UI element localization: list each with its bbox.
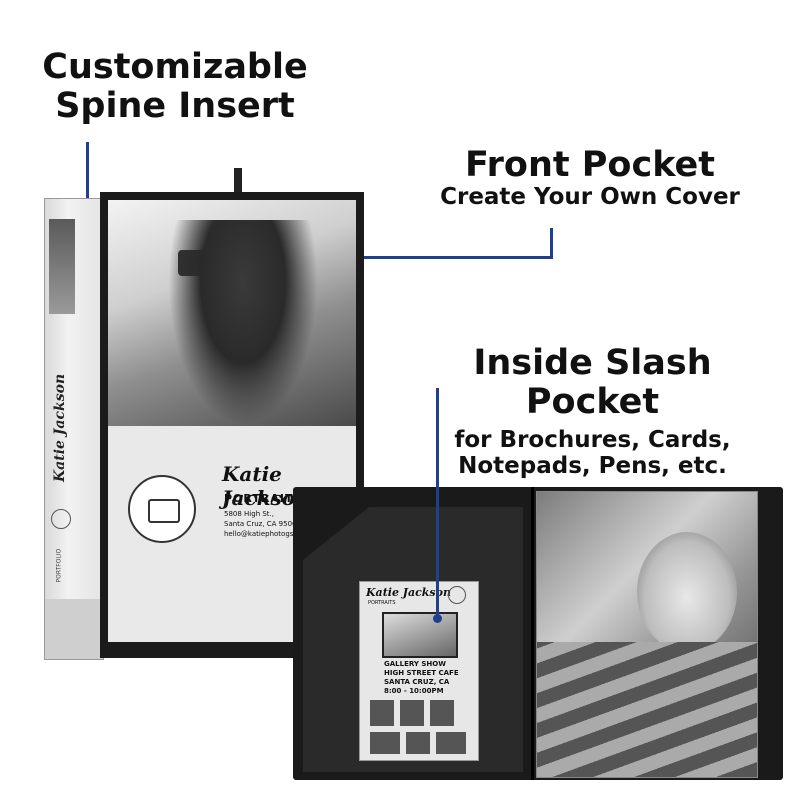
binder-back-cover — [234, 168, 242, 198]
spine-callout-line1: Customizable — [42, 47, 308, 87]
flyer-thumb — [436, 732, 466, 754]
inside-callout-line1: for Brochures, Cards, — [454, 427, 731, 454]
spine-small-text: PORTFOLIO — [55, 548, 63, 583]
flyer-line1: GALLERY SHOW — [384, 660, 446, 668]
striped-shirt — [537, 642, 757, 777]
inside-callout-title: Inside Slash Pocket — [473, 343, 712, 423]
spine-callout-line2: Spine Insert — [55, 86, 295, 127]
binder-front-cover: Katie Jackson PORTRAITS 5808 High St., S… — [100, 192, 364, 658]
cover-address1: 5808 High St., — [224, 510, 274, 518]
inside-callout-line — [436, 388, 439, 618]
cover-photo — [108, 200, 356, 426]
flyer-photo — [382, 612, 458, 658]
person-silhouette — [168, 220, 318, 426]
flyer-thumb — [430, 700, 454, 726]
baby-head — [637, 532, 737, 652]
presentation-folder: Katie Jackson PORTRAITS GALLERY SHOW HIG… — [293, 487, 783, 780]
flyer-thumb — [400, 700, 424, 726]
cover-address2: Santa Cruz, CA 95064 — [224, 520, 301, 528]
cover-insert: Katie Jackson PORTRAITS 5808 High St., S… — [108, 200, 356, 642]
flyer-thumb — [406, 732, 430, 754]
flyer-thumb — [370, 700, 394, 726]
binder-spine: Katie Jackson PORTFOLIO — [44, 198, 104, 660]
flyer-name: Katie Jackson — [366, 586, 451, 599]
inside-callout-dot — [433, 614, 442, 623]
flyer-logo — [448, 586, 466, 604]
cover-email: hello@katiephotogs.com — [224, 530, 311, 538]
front-callout-line-vertical — [550, 228, 553, 258]
spine-callout-line — [86, 142, 89, 234]
spine-logo-circle — [51, 509, 71, 529]
flyer-line2: HIGH STREET CAFE — [384, 669, 459, 677]
flyer-thumb — [370, 732, 400, 754]
spine-photo — [49, 219, 75, 314]
spine-callout: Customizable Spine Insert — [20, 47, 330, 127]
front-callout: Front Pocket Create Your Own Cover — [410, 145, 770, 211]
front-callout-line-horizontal — [325, 256, 553, 259]
spine-name: Katie Jackson — [52, 373, 68, 482]
front-callout-title: Front Pocket — [464, 145, 716, 185]
front-callout-subtitle: Create Your Own Cover — [440, 184, 740, 211]
flyer-line4: 8:00 - 10:00PM — [384, 687, 444, 695]
cover-camera-logo — [128, 475, 196, 543]
spine-band — [45, 599, 103, 659]
inside-callout: Inside Slash Pocket for Brochures, Cards… — [405, 343, 780, 480]
inside-callout-line2: Notepads, Pens, etc. — [458, 453, 727, 480]
cover-subtitle: PORTRAITS — [224, 492, 303, 505]
flyer-line3: SANTA CRUZ, CA — [384, 678, 450, 686]
camera-logo-icon — [148, 499, 180, 523]
pocket-flyer: Katie Jackson PORTRAITS GALLERY SHOW HIG… — [359, 581, 479, 761]
flyer-sub: PORTRAITS — [368, 600, 396, 606]
folder-divider — [531, 487, 534, 780]
binder: Katie Jackson PORTFOLIO Katie Jackson PO… — [44, 168, 364, 660]
sheet-protector-photo — [536, 491, 758, 778]
